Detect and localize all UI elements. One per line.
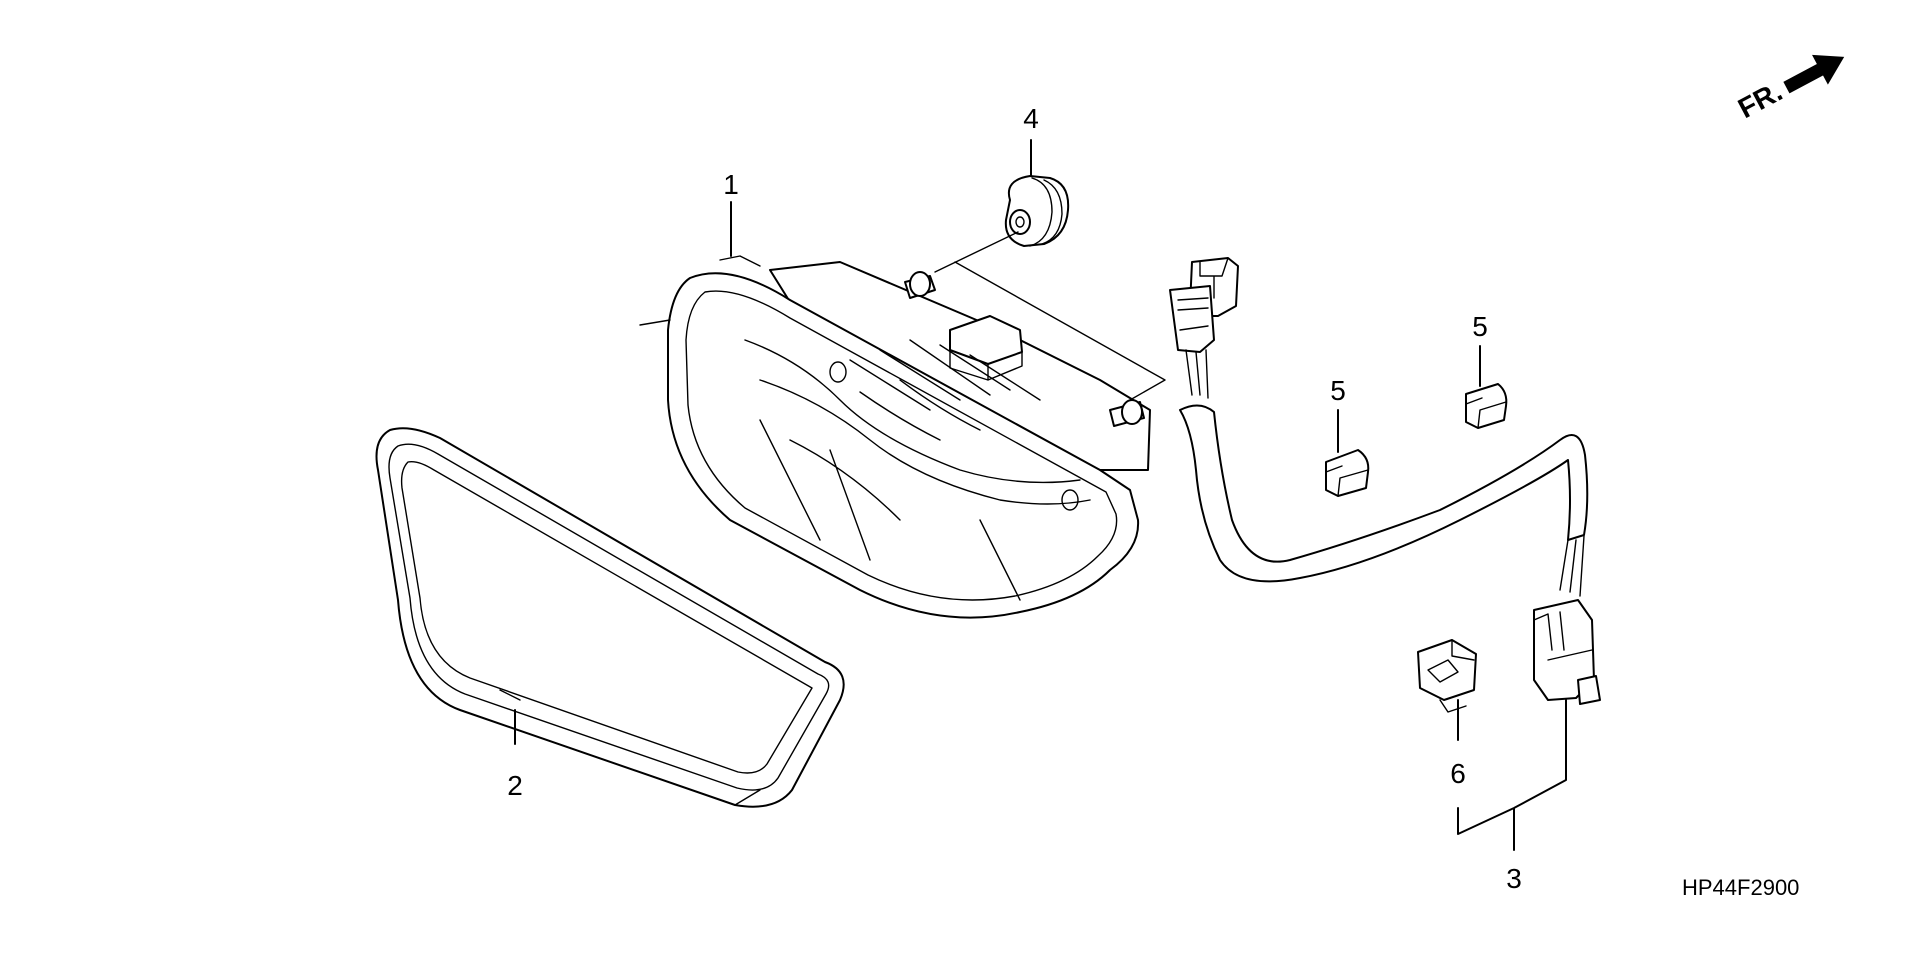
bracket-line-4 [934, 231, 1166, 401]
bracket-line-3 [1457, 699, 1567, 851]
callout-5-a: 5 [1330, 375, 1346, 406]
callout-3: 3 [1506, 863, 1522, 894]
callout-6: 6 [1450, 758, 1466, 789]
front-direction-label: FR. [1733, 76, 1787, 125]
front-arrow-icon [1783, 54, 1845, 94]
clip-part-a [1325, 449, 1370, 497]
wiring-harness-part [1169, 257, 1601, 705]
front-direction-marker: FR. [1733, 54, 1845, 125]
callout-4: 4 [1023, 103, 1039, 134]
drawing-code: HP44F2900 [1682, 875, 1799, 900]
seal-ring-part [375, 427, 845, 808]
clip-part-b [1465, 383, 1508, 429]
callout-2: 2 [507, 770, 523, 801]
callout-1: 1 [723, 169, 739, 200]
holder-clip-part [1417, 639, 1477, 713]
callout-5-b: 5 [1472, 311, 1488, 342]
headlight-lamp-part [639, 255, 1151, 619]
rubber-mount-part [1004, 175, 1070, 247]
